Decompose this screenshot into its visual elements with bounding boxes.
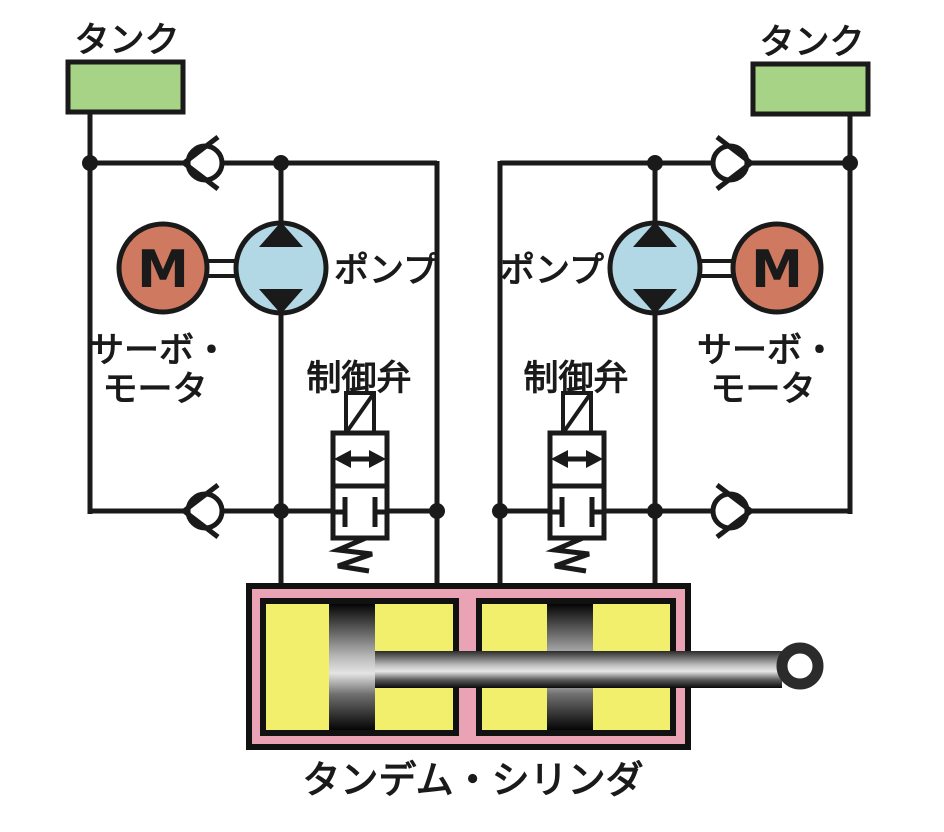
motor-pump-coupling-right bbox=[700, 259, 733, 278]
servo-motor-right: M bbox=[730, 221, 824, 315]
servo-motor-left: M bbox=[116, 221, 210, 315]
control-valve-left-arrow bbox=[334, 450, 386, 468]
left-circuit-junctions bbox=[82, 155, 445, 519]
control-valve-right bbox=[545, 391, 607, 574]
servo-motor-left-symbol: M bbox=[137, 240, 189, 300]
pump-left-label: ポンプ bbox=[334, 250, 438, 291]
cylinder-caption: タンデム・シリンダ bbox=[302, 758, 643, 802]
check-valve-top-left bbox=[179, 135, 225, 191]
servo-motor-left-body bbox=[116, 221, 210, 315]
check-valve-bottom-left bbox=[179, 483, 225, 539]
servo-motor-right-label-line2: モータ bbox=[710, 370, 815, 410]
servo-motor-right-label-line1: サーボ・ bbox=[697, 331, 837, 371]
control-valve-left-spring bbox=[328, 535, 373, 574]
pump-right-triangle-down bbox=[633, 289, 677, 314]
tank-left bbox=[65, 59, 186, 115]
control-valve-right-blocked-ports bbox=[550, 497, 604, 527]
pump-right bbox=[607, 220, 703, 316]
right-circuit: タンク M サーボ・ モータ ポンプ bbox=[492, 23, 871, 586]
servo-motor-left-label-line2: モータ bbox=[102, 370, 207, 410]
check-valve-top-right bbox=[710, 135, 756, 191]
control-valve-right-spring bbox=[545, 535, 590, 574]
tank-left-label: タンク bbox=[74, 21, 179, 61]
control-valve-left-label: 制御弁 bbox=[306, 359, 411, 399]
pump-right-label: ポンプ bbox=[500, 250, 604, 291]
check-valve-bottom-right bbox=[710, 483, 756, 539]
tandem-cylinder bbox=[246, 583, 824, 750]
servo-motor-left-label-line1: サーボ・ bbox=[89, 331, 229, 371]
control-valve-left bbox=[328, 391, 390, 574]
left-circuit: タンク M サーボ・ モータ ポンプ bbox=[65, 21, 445, 586]
pump-left-triangle-up bbox=[259, 222, 303, 247]
servo-motor-right-body bbox=[730, 221, 824, 315]
motor-pump-coupling-left bbox=[205, 259, 238, 278]
pump-right-triangle-up bbox=[633, 222, 677, 247]
tank-right-label: タンク bbox=[759, 23, 864, 63]
servo-motor-right-symbol: M bbox=[751, 240, 803, 300]
control-valve-right-label: 制御弁 bbox=[523, 359, 628, 399]
pump-left bbox=[233, 220, 329, 316]
piston-rod bbox=[375, 651, 782, 688]
pump-left-triangle-down bbox=[259, 289, 303, 314]
piston-left bbox=[329, 604, 375, 730]
control-valve-left-blocked-ports bbox=[333, 497, 387, 527]
control-valve-right-arrow bbox=[551, 450, 603, 468]
tank-right bbox=[750, 61, 871, 117]
rod-eye bbox=[776, 642, 824, 690]
right-circuit-junctions bbox=[492, 155, 858, 519]
